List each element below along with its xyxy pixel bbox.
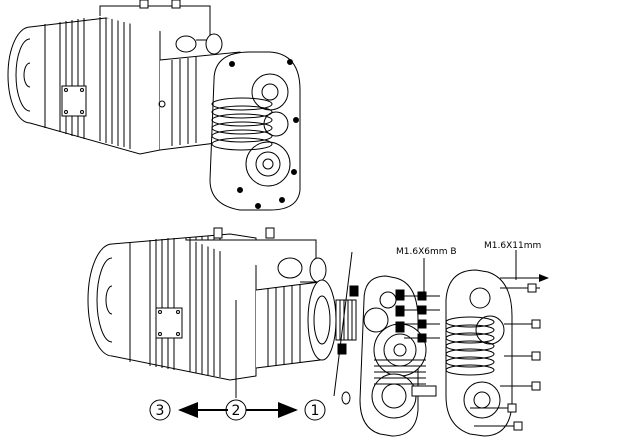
screw-set-a: [395, 289, 440, 343]
step-number-2: 2: [232, 403, 241, 419]
bottom-cooling-fins: [149, 235, 221, 377]
top-cooling-fins: [59, 14, 131, 149]
assembled-motor-gearbox: [7, 0, 301, 211]
assembly-axis-line: [333, 251, 353, 397]
screw-set-b: [470, 274, 549, 431]
screw-label-a: M1.6X6mm B: [396, 247, 457, 257]
exploded-motor-body: [87, 227, 359, 381]
top-gear-coil: [211, 97, 273, 151]
step-circle-1: [304, 399, 326, 421]
gear-plate-rear: [445, 269, 513, 437]
step-circle-2: [225, 399, 247, 421]
step-circle-3: [149, 399, 171, 421]
rear-gear-coil: [445, 316, 495, 376]
step-number-1: 1: [311, 403, 320, 419]
screw-label-b: M1.6X11mm: [484, 241, 541, 251]
step-number-3: 3: [156, 403, 165, 419]
